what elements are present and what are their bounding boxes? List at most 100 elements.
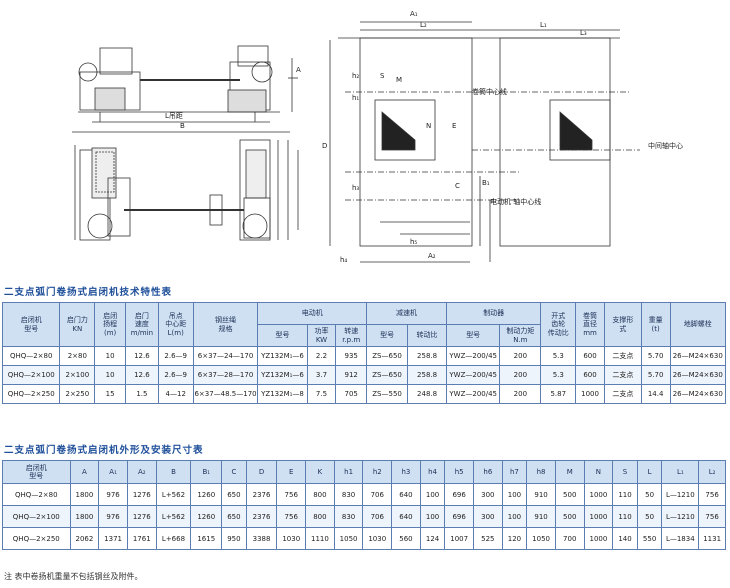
table-cell: YWZ—200/45 <box>446 346 501 366</box>
table-cell: QHQ—2×100 <box>1 365 61 385</box>
table-cell: 258.8 <box>407 365 448 385</box>
table-cell: 5.70 <box>640 365 671 385</box>
table-cell: 706 <box>362 483 393 506</box>
column-header: N <box>583 460 614 484</box>
table-cell: 1000 <box>583 483 614 506</box>
table-cell: 560 <box>391 527 421 550</box>
table-cell: 2×100 <box>59 365 96 385</box>
table-cell: 910 <box>526 483 556 506</box>
table-cell: 6×37—24—170 <box>192 346 259 366</box>
hoist-plan-view <box>74 139 299 241</box>
table-cell: 1030 <box>276 527 307 550</box>
label-B: B <box>180 122 185 130</box>
table-cell: 1000 <box>583 527 614 550</box>
column-header: h7 <box>501 460 528 484</box>
table-cell: 976 <box>98 505 128 528</box>
table-cell: 5.3 <box>540 346 577 366</box>
header-support: 支撑形式 <box>603 302 642 347</box>
table-cell: 6×37—28—170 <box>192 365 259 385</box>
table-cell: 100 <box>501 483 528 506</box>
column-header: B₁ <box>190 460 223 484</box>
table-cell: 1000 <box>583 505 614 528</box>
table-cell: 200 <box>499 346 542 366</box>
label-h4: h₄ <box>340 256 347 264</box>
table-cell: YWZ—200/45 <box>446 384 501 404</box>
table-cell: 600 <box>575 346 605 366</box>
table-cell: 5.70 <box>640 346 671 366</box>
table-cell: 1371 <box>98 527 128 550</box>
table-cell: L—1210 <box>661 505 700 528</box>
table-cell: 100 <box>419 483 446 506</box>
table-cell: 2×250 <box>59 384 96 404</box>
column-header: A₁ <box>98 460 128 484</box>
table-cell: 756 <box>698 505 726 528</box>
foundation-plan-view <box>329 21 640 263</box>
table-cell: 50 <box>636 483 663 506</box>
table-cell: 640 <box>391 505 421 528</box>
table-cell: 800 <box>305 505 335 528</box>
table-cell: 12.6 <box>125 365 159 385</box>
column-header: L₁ <box>661 460 700 484</box>
table-cell: 1000 <box>575 384 605 404</box>
table-cell: 140 <box>612 527 638 550</box>
header-anchor: 地脚螺栓 <box>669 302 726 347</box>
table-cell: 26—M24×630 <box>669 365 726 385</box>
table-cell: 110 <box>612 505 638 528</box>
table-cell: 640 <box>391 483 421 506</box>
table-cell: YZ132M₁—8 <box>257 384 308 404</box>
column-header: 启闭机型号 <box>2 460 71 484</box>
column-header: h8 <box>526 460 556 484</box>
table-cell: 15 <box>94 384 126 404</box>
column-header: h3 <box>391 460 421 484</box>
table-cell: 500 <box>554 505 585 528</box>
table-cell: 124 <box>419 527 446 550</box>
table-cell: 二支点 <box>603 384 642 404</box>
column-header: h4 <box>419 460 446 484</box>
table-cell: 935 <box>335 346 368 366</box>
table-cell: QHQ—2×80 <box>2 483 71 506</box>
label-lifting-distance: L吊距 <box>165 112 183 120</box>
table-cell: 525 <box>473 527 503 550</box>
table-cell: 1260 <box>190 505 223 528</box>
table-cell: 1800 <box>69 505 100 528</box>
header-motor: 电动机 <box>257 302 368 325</box>
table-cell: ZS—550 <box>366 384 409 404</box>
table-cell: 300 <box>473 483 503 506</box>
column-header: M <box>554 460 585 484</box>
table-cell: ZS—650 <box>366 365 409 385</box>
table-cell: QHQ—2×250 <box>1 384 61 404</box>
table-cell: 10 <box>94 365 126 385</box>
table-cell: 10 <box>94 346 126 366</box>
table-cell: 100 <box>501 505 528 528</box>
column-header: E <box>276 460 307 484</box>
table-cell: L+668 <box>155 527 192 550</box>
table-cell: 2×80 <box>59 346 96 366</box>
table-cell: 12.6 <box>125 346 159 366</box>
table-cell: 3388 <box>245 527 278 550</box>
table-cell: 26—M24×630 <box>669 384 726 404</box>
label-L2: L₂ <box>420 21 427 29</box>
table-cell: 830 <box>333 483 364 506</box>
column-header: h2 <box>362 460 393 484</box>
table-cell: 696 <box>444 483 474 506</box>
table-cell: 26—M24×630 <box>669 346 726 366</box>
table-cell: 6×37—48.5—170 <box>192 384 259 404</box>
label-motor-shaft-centerline: 电动机 轴中心线 <box>490 197 541 206</box>
table-cell: 1050 <box>526 527 556 550</box>
hoist-elevation-view <box>72 45 298 133</box>
header-model: 启闭机型号 <box>1 302 61 347</box>
table-cell: 910 <box>526 505 556 528</box>
table-cell: 1.5 <box>125 384 159 404</box>
table-cell: 705 <box>335 384 368 404</box>
label-N: N <box>426 122 431 130</box>
label-h3: h₃ <box>352 184 359 192</box>
table-cell: 756 <box>276 483 307 506</box>
table-cell: 7.5 <box>306 384 337 404</box>
